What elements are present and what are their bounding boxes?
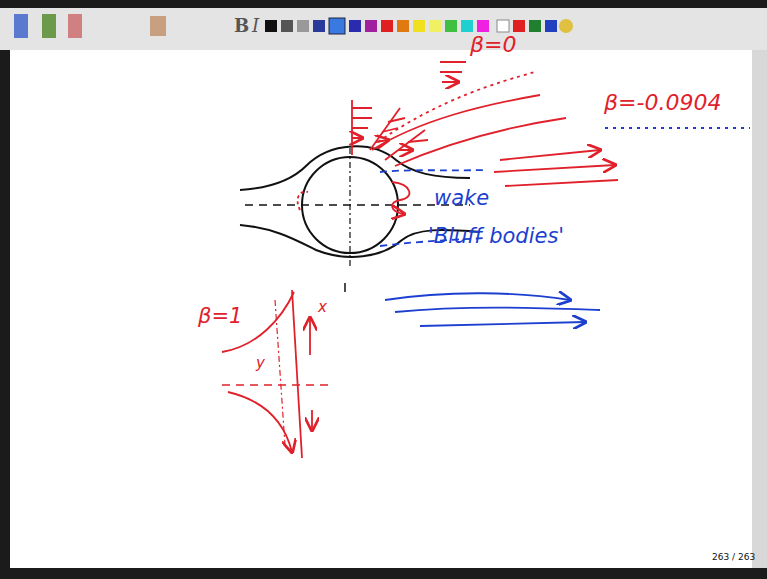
- wake-label: wake: [434, 188, 489, 209]
- axis-label: y: [256, 356, 265, 371]
- beta-label: β=-0.0904: [604, 92, 721, 114]
- axis-label: x: [318, 300, 327, 315]
- toolbar-bold: B: [234, 17, 249, 35]
- bluff-bodies-label: 'Bluff bodies': [428, 226, 564, 247]
- scrollbar: [752, 50, 767, 568]
- page-number: 263 / 263: [712, 553, 755, 562]
- whiteboard: [10, 50, 752, 568]
- toolbar-italic: I: [252, 17, 259, 35]
- beta-label: β=0: [470, 34, 516, 56]
- beta-label: β=1: [198, 306, 242, 327]
